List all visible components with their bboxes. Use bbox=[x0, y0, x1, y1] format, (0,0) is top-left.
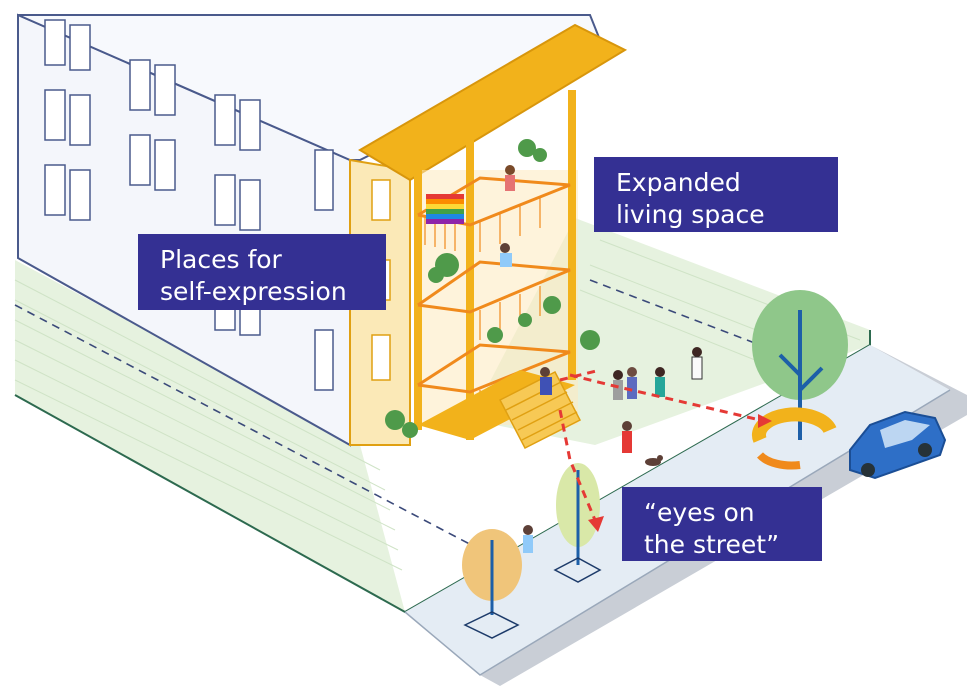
property-line-left bbox=[14, 304, 501, 561]
car-icon bbox=[849, 410, 947, 480]
self-expression-label: Places for self-expression bbox=[138, 234, 386, 310]
eyes-on-street-label: “eyes on the street” bbox=[622, 487, 822, 561]
arrow-heads bbox=[588, 414, 772, 532]
sightline-arrows bbox=[558, 368, 761, 521]
sidewalk-edge bbox=[404, 389, 951, 676]
balcony-plants bbox=[385, 139, 600, 438]
expanded-living-space-label: Expanded living space bbox=[594, 157, 838, 232]
street-curb bbox=[480, 345, 967, 686]
people bbox=[500, 165, 703, 553]
tree-icon-2 bbox=[553, 463, 602, 583]
tree-icon-3 bbox=[462, 529, 522, 639]
property-line-right bbox=[589, 279, 761, 346]
planter-icon bbox=[751, 407, 837, 470]
dog-icon bbox=[645, 455, 663, 466]
porch-cornice bbox=[358, 23, 628, 182]
pride-flag-icon bbox=[426, 194, 464, 224]
side-windows bbox=[44, 19, 334, 391]
